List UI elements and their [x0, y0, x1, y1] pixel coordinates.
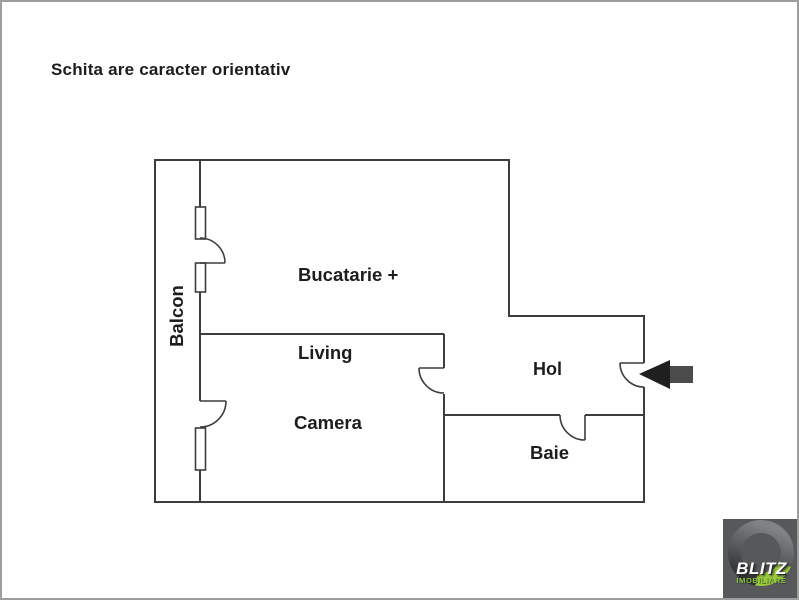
room-label-balcon: Balcon	[166, 285, 187, 347]
window-icon	[194, 262, 207, 293]
watermark-subtitle-text: IMOBILIARE	[736, 576, 787, 585]
camera-door-icon	[418, 367, 445, 394]
disclaimer-text: Schita are caracter orientativ	[51, 60, 291, 79]
entrance-arrow-icon	[639, 360, 693, 389]
watermark-logo: BLITZ IMOBILIARE	[723, 519, 797, 598]
room-label-bucatarie-line1: Bucatarie +	[298, 264, 399, 285]
entrance-door-icon	[619, 362, 645, 388]
blitz-ring-icon	[728, 520, 794, 586]
room-label-camera: Camera	[294, 412, 362, 433]
room-label-bucatarie-line2: Living	[298, 342, 353, 363]
outer-wall	[154, 159, 645, 503]
baie-door-icon	[559, 414, 586, 441]
watermark-brand-text: BLITZ	[736, 559, 787, 578]
room-label-bucatarie: Bucatarie + Living	[298, 210, 398, 418]
room-label-baie: Baie	[530, 442, 570, 463]
window-icon	[194, 427, 207, 471]
balcony-door-camera-icon	[199, 400, 227, 428]
balcony-door-bucatarie-icon	[199, 237, 226, 264]
window-icon	[194, 206, 207, 240]
room-label-hol: Hol	[533, 359, 562, 379]
